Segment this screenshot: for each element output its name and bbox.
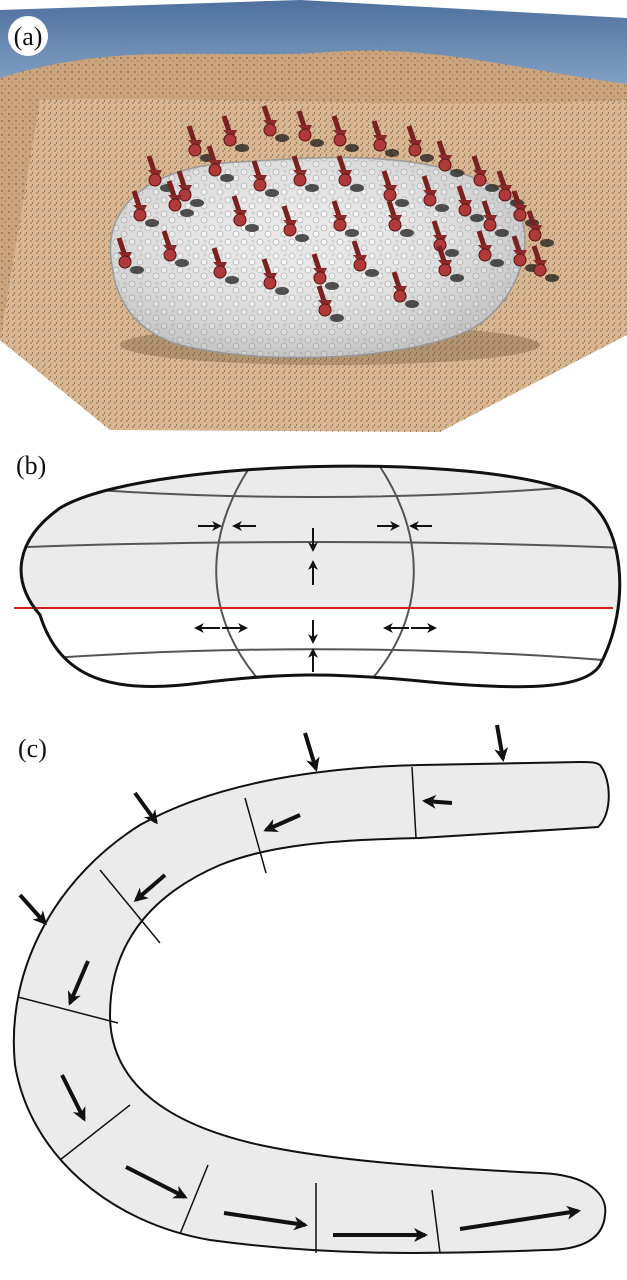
- red-force-arrow: [381, 170, 409, 207]
- red-force-arrow: [476, 230, 504, 267]
- red-force-arrow: [436, 140, 464, 177]
- red-force-arrow: [331, 115, 359, 152]
- red-force-arrow: [176, 170, 204, 207]
- panel-c-label: (c): [18, 734, 47, 763]
- red-force-arrow: [296, 110, 324, 147]
- red-force-arrow: [211, 247, 239, 284]
- red-force-arrow: [436, 245, 464, 282]
- red-force-arrow: [526, 210, 554, 247]
- panel-c: (c): [0, 705, 627, 1280]
- red-force-arrow: [391, 271, 419, 308]
- panel-c-schematic: (c): [12, 724, 610, 1254]
- panel-b: (b): [0, 440, 627, 705]
- internal-force-arrows: [60, 794, 581, 1242]
- compression-arrows: [198, 521, 432, 585]
- segment-dividers: [17, 766, 441, 1254]
- panel-a-illustration: (a): [0, 0, 627, 432]
- red-force-arrow: [456, 185, 484, 222]
- red-force-arrow: [531, 245, 559, 282]
- grid-line-vertical-left: [215, 466, 269, 687]
- force-arrows-3d: [116, 105, 559, 322]
- red-force-arrow: [481, 200, 509, 237]
- panel-b-schematic: (b): [14, 451, 622, 689]
- red-force-arrow: [281, 205, 309, 242]
- red-force-arrow: [311, 253, 339, 290]
- segmented-body: [12, 760, 610, 1254]
- red-force-arrow: [221, 115, 249, 152]
- red-force-arrow: [406, 125, 434, 162]
- panel-a-label-badge: [8, 16, 48, 56]
- grid-line-vertical-right: [361, 466, 415, 687]
- red-force-arrow: [371, 120, 399, 157]
- upper-half-fill: [21, 466, 620, 608]
- external-force-arrows: [18, 724, 508, 926]
- red-force-arrow: [166, 180, 194, 217]
- red-force-arrow: [131, 190, 159, 227]
- red-force-arrow: [471, 155, 499, 192]
- red-force-arrow: [161, 230, 189, 267]
- panel-a: (a): [0, 0, 627, 440]
- red-force-arrow: [251, 160, 279, 197]
- red-force-arrow: [316, 285, 344, 322]
- panel-b-label: (b): [16, 451, 46, 480]
- red-force-arrow: [261, 258, 289, 295]
- red-force-arrow: [291, 155, 319, 192]
- red-force-arrow: [421, 175, 449, 212]
- red-force-arrow: [146, 155, 174, 192]
- red-force-arrow: [116, 237, 144, 274]
- panel-a-label: (a): [14, 22, 43, 51]
- red-force-arrow: [386, 200, 414, 237]
- red-force-arrow: [261, 105, 289, 142]
- body-outline: [19, 464, 622, 689]
- red-force-arrow: [206, 145, 234, 182]
- red-force-arrow: [331, 200, 359, 237]
- lower-arrows: [194, 620, 437, 672]
- red-force-arrow: [351, 240, 379, 277]
- red-force-arrow: [231, 195, 259, 232]
- red-force-arrow: [336, 155, 364, 192]
